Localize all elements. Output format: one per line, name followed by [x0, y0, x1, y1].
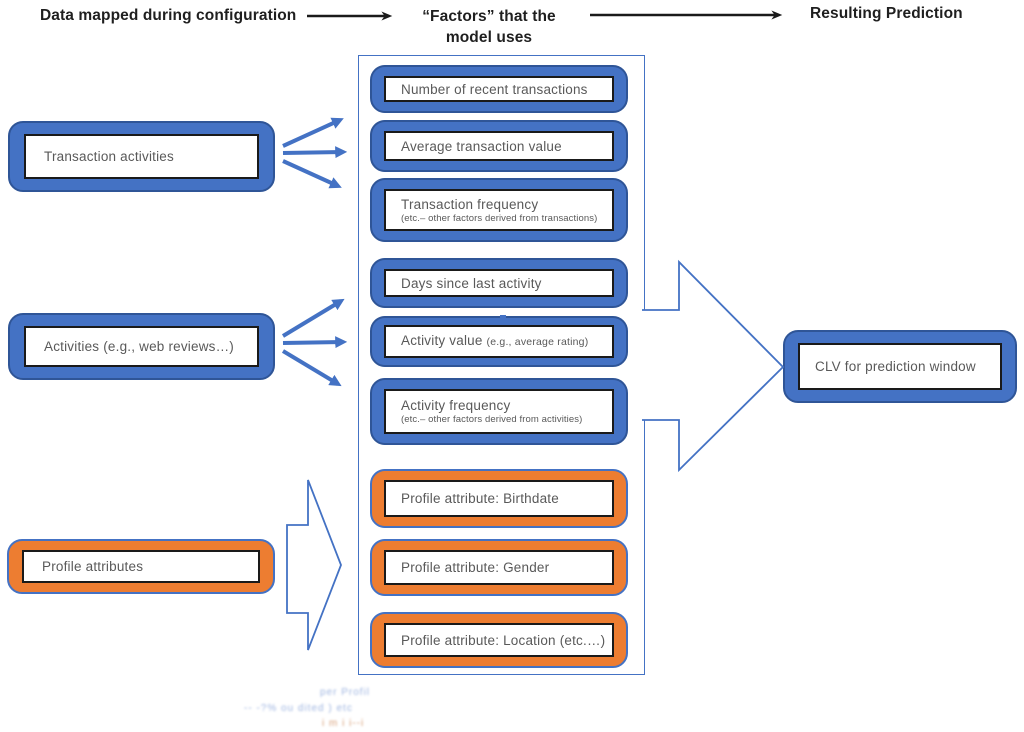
block-arrow-profile-to-factors: [286, 479, 342, 651]
arrow-activities-2: [282, 336, 348, 349]
factor-inner: Activity value (e.g., average rating): [384, 325, 614, 358]
result-inner: CLV for prediction window: [798, 343, 1002, 390]
artifact-text-line2: -- -?% ou dited ) etc: [244, 703, 353, 714]
factor-activity-frequency: Activity frequency (etc.– other factors …: [370, 378, 628, 445]
arrow-activities-3: [281, 349, 342, 387]
source-inner: Activities (e.g., web reviews…): [24, 326, 259, 367]
factor-activity-value: Activity value (e.g., average rating): [370, 316, 628, 367]
arrow-transactions-1: [282, 117, 344, 148]
source-profile-attributes: Profile attributes: [7, 539, 275, 594]
factor-inner: Profile attribute: Gender: [384, 550, 614, 585]
header-data-mapped: Data mapped during configuration: [40, 7, 297, 24]
factor-inner: Transaction frequency (etc.– other facto…: [384, 189, 614, 231]
factor-inner: Average transaction value: [384, 131, 614, 161]
arrow-transactions-3: [282, 159, 342, 189]
artifact-text-line3: i m i i--i: [322, 718, 365, 729]
factor-inner: Activity frequency (etc.– other factors …: [384, 389, 614, 434]
factor-inner: Days since last activity: [384, 269, 614, 297]
source-inner: Transaction activities: [24, 134, 259, 179]
block-arrow-factors-to-clv: [642, 259, 785, 473]
factor-number-of-recent-transactions: Number of recent transactions: [370, 65, 628, 113]
result-clv-box: CLV for prediction window: [783, 330, 1017, 403]
header-factors-line1: “Factors” that the: [422, 8, 556, 25]
factor-average-transaction-value: Average transaction value: [370, 120, 628, 172]
factor-inner: Profile attribute: Birthdate: [384, 480, 614, 517]
source-transaction-activities: Transaction activities: [8, 121, 275, 192]
header-resulting-prediction: Resulting Prediction: [810, 5, 963, 22]
source-inner: Profile attributes: [22, 550, 260, 583]
factor-days-since-last-activity: Days since last activity: [370, 258, 628, 308]
artifact-text-line1: per Profil: [320, 687, 371, 698]
factor-profile-birthdate: Profile attribute: Birthdate: [370, 469, 628, 528]
factor-inner: Number of recent transactions: [384, 76, 614, 102]
factor-transaction-frequency: Transaction frequency (etc.– other facto…: [370, 178, 628, 242]
header-factors: “Factors” that the model uses: [400, 6, 578, 48]
factor-profile-location: Profile attribute: Location (etc.…): [370, 612, 628, 668]
arrow-activities-1: [281, 298, 345, 338]
source-activities: Activities (e.g., web reviews…): [8, 313, 275, 380]
arrow-transactions-2: [282, 146, 348, 159]
header-factors-line2: model uses: [445, 29, 533, 46]
factor-inner: Profile attribute: Location (etc.…): [384, 623, 614, 657]
factor-profile-gender: Profile attribute: Gender: [370, 539, 628, 596]
